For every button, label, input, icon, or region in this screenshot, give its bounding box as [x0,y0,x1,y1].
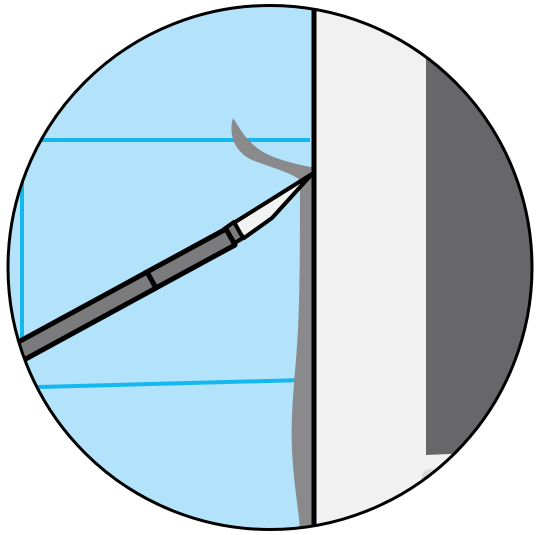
illustration-stage [0,0,538,535]
circle-content [0,0,538,535]
illustration-svg [0,0,538,535]
